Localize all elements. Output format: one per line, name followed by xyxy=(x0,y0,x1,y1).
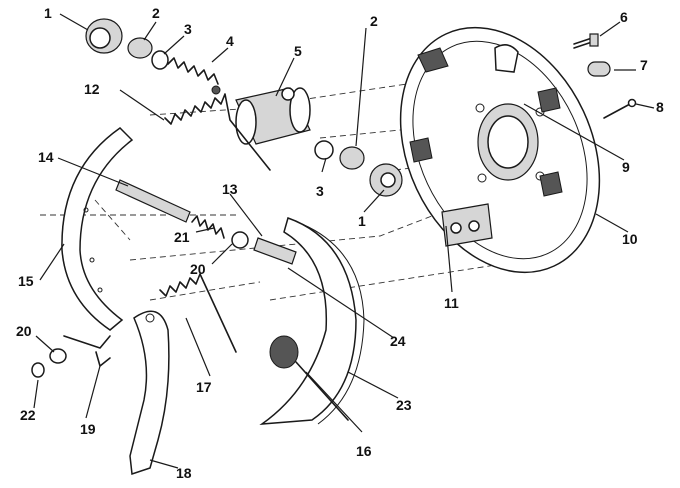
callout-22: 22 xyxy=(20,407,36,423)
callout-17: 17 xyxy=(196,379,212,395)
callout-18: 18 xyxy=(176,465,192,481)
callout-7: 7 xyxy=(640,57,648,73)
piston-lower xyxy=(339,146,365,170)
piston-cup-lower xyxy=(314,140,334,160)
callout-6: 6 xyxy=(620,9,628,25)
callout-5: 5 xyxy=(294,43,302,59)
callout-4: 4 xyxy=(226,33,234,49)
callout-20a: 20 xyxy=(190,261,206,277)
adjuster-socket xyxy=(253,237,297,265)
upper-return-spring xyxy=(164,93,271,171)
retaining-clip xyxy=(63,335,111,367)
adjuster-washer xyxy=(231,231,249,249)
piston-top xyxy=(127,37,153,59)
callout-12: 12 xyxy=(84,81,100,97)
callout-15: 15 xyxy=(18,273,34,289)
callout-19: 19 xyxy=(80,421,96,437)
callout-10: 10 xyxy=(622,231,638,247)
leader-lines xyxy=(33,13,655,469)
wheel-cylinder xyxy=(235,87,311,145)
dust-boot-top xyxy=(85,18,123,54)
brake-shoe-right xyxy=(259,217,365,425)
callout-9: 9 xyxy=(622,159,630,175)
callout-21: 21 xyxy=(174,229,190,245)
callout-13: 13 xyxy=(222,181,238,197)
brake-shoe-left xyxy=(61,127,134,331)
hold-down-pin xyxy=(603,98,637,119)
bleeder-bolt xyxy=(573,33,599,49)
pin-washer xyxy=(49,348,67,364)
callout-2b: 2 xyxy=(370,13,378,29)
bleeder-cap xyxy=(587,61,611,77)
callout-16: 16 xyxy=(356,443,372,459)
retainer-clip xyxy=(31,362,45,378)
callout-labels: 1 2 3 4 5 2 6 7 8 9 10 12 14 13 3 1 21 2… xyxy=(16,5,664,481)
callout-2a: 2 xyxy=(152,5,160,21)
hold-down-spring xyxy=(269,335,349,421)
piston-cup-top xyxy=(151,50,169,70)
callout-24: 24 xyxy=(390,333,406,349)
lower-return-spring xyxy=(159,273,237,353)
callout-1a: 1 xyxy=(44,5,52,21)
callout-8: 8 xyxy=(656,99,664,115)
adjuster-wheel xyxy=(191,215,225,239)
cylinder-spring xyxy=(167,57,221,95)
adjuster-screw xyxy=(115,179,191,223)
backing-plate xyxy=(399,26,601,274)
callout-14: 14 xyxy=(38,149,54,165)
callout-3b: 3 xyxy=(316,183,324,199)
callout-1b: 1 xyxy=(358,213,366,229)
callout-3a: 3 xyxy=(184,21,192,37)
dust-boot-lower xyxy=(369,163,403,197)
callout-23: 23 xyxy=(396,397,412,413)
callout-20b: 20 xyxy=(16,323,32,339)
parking-brake-lever xyxy=(129,310,170,476)
callout-11: 11 xyxy=(444,295,459,311)
